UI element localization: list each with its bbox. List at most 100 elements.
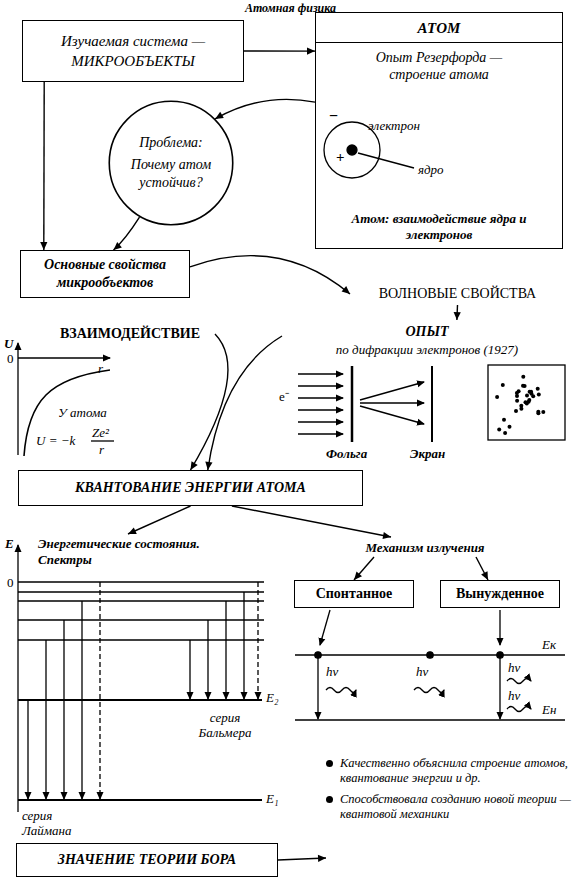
connector-line [190, 256, 350, 294]
spontaneous-box: Спонтанное [294, 580, 414, 608]
line-shape [431, 366, 433, 442]
line-shape [298, 373, 343, 374]
level-label: E₁ [266, 791, 278, 806]
bullet-item: Способствовала созданию новой теории — к… [326, 792, 571, 822]
line-shape [360, 382, 424, 400]
line-shape [243, 592, 244, 699]
line-shape [298, 421, 343, 422]
problem-circle-text: Проблема: [139, 134, 203, 152]
line-shape [17, 545, 18, 812]
line-shape [298, 409, 343, 410]
emission-heading: Механизм излучения [340, 537, 510, 557]
bohr-significance-box: ЗНАЧЕНИЕ ТЕОРИИ БОРА [16, 843, 278, 877]
particle-label: e⁻ [279, 389, 289, 404]
line-shape [499, 610, 500, 645]
bohr-notes: Качественно объяснила строение атомов, к… [326, 756, 571, 876]
energy-states-heading-text: Энергетические состояния. Спектры [38, 536, 238, 568]
diffraction-dot [527, 400, 531, 404]
connector-arrow [454, 305, 461, 320]
properties-box: Основные свойства микрообъектов [20, 250, 190, 298]
photon-label: hν [508, 660, 520, 675]
diffraction-dot [514, 409, 518, 413]
diffraction-dot [497, 427, 501, 431]
connector-line [208, 336, 282, 470]
diffraction-dot [521, 375, 525, 379]
diffraction-dot [502, 418, 506, 422]
diffraction-dot [503, 431, 507, 435]
energy-states-heading: Энергетические состояния. Спектры [38, 534, 238, 570]
connector-arrow [278, 855, 326, 862]
line-shape [27, 700, 28, 799]
energy-levels [18, 545, 264, 812]
arrowhead [191, 461, 198, 470]
formula-text: r [99, 442, 104, 457]
arrowhead [215, 112, 224, 119]
connector-line [114, 217, 140, 250]
line-shape [499, 658, 500, 719]
line-shape [63, 620, 64, 799]
atom-box-text: Опыт Резерфорда — строение атома [346, 49, 532, 83]
line-shape [189, 640, 190, 699]
part-label: электрон [368, 118, 420, 133]
connector-line [43, 82, 45, 250]
problem-circle-text: Почему атом устойчив? [123, 156, 219, 192]
photon-label: hν [416, 664, 428, 679]
connector-arrow [128, 506, 191, 534]
path-shape [507, 679, 531, 684]
emission-scheme [295, 610, 565, 720]
circle-shape [347, 145, 357, 155]
diffraction-dots [495, 375, 545, 435]
problem-circle: Проблема: Почему атом устойчив? [108, 100, 234, 226]
arrowhead [114, 242, 122, 250]
system-box: Изучаемая система — МИКРООБЪЕКТЫ [22, 20, 244, 82]
circle-shape [497, 652, 503, 658]
diffraction-dot [495, 395, 499, 399]
line-shape [351, 366, 354, 442]
line-shape [18, 600, 264, 601]
wave-properties-heading-text: ВОЛНОВЫЕ СВОЙСТВА [379, 285, 536, 303]
atom-box: АТОМ Опыт Резерфорда — строение атомаАтом… [315, 12, 563, 249]
diffraction-dot [525, 394, 529, 398]
line-shape [360, 402, 424, 403]
system-box-text: Изучаемая система — МИКРООБЪЕКТЫ [31, 31, 235, 71]
path-shape [326, 688, 356, 693]
line-shape [18, 357, 110, 358]
line-shape [99, 582, 100, 799]
level-label: Eк [542, 637, 556, 652]
line-shape [298, 385, 343, 386]
diffraction-dot [508, 425, 512, 429]
charge-sign: − [329, 108, 338, 123]
stimulated-box: Вынужденное [440, 580, 560, 608]
experiment-heading: ОПЫТпо дифракции электронов (1927) [282, 320, 572, 360]
connector-arrow [244, 48, 315, 55]
diffraction-dot [523, 384, 527, 388]
connector-line [128, 506, 191, 534]
circle-shape [315, 652, 321, 658]
diffraction-dot [501, 383, 505, 387]
arrowhead [40, 242, 47, 250]
line-shape [225, 601, 226, 699]
connector-arrow [232, 506, 391, 539]
diffraction-dot [536, 410, 540, 414]
axis-label: 0 [7, 351, 14, 366]
atom-box-text: АТОМ [316, 13, 562, 43]
arrowhead [354, 572, 362, 580]
line-shape [298, 397, 343, 398]
line-shape [18, 581, 264, 582]
wave-properties-heading: ВОЛНОВЫЕ СВОЙСТВА [350, 283, 565, 305]
connector-line [244, 50, 315, 51]
formula-text: Ze² [92, 425, 109, 440]
formula-text: U = −k [36, 433, 75, 448]
diffraction-dot [537, 393, 541, 397]
connector-line [215, 99, 315, 119]
arrowhead [205, 462, 212, 470]
series-label: серия Лаймана [22, 808, 92, 838]
atom-box-text: Атом: взаимодействие ядра и электронов [324, 211, 554, 243]
bohr-notes-text: Способствовала созданию новой теории — к… [340, 792, 571, 822]
connector-line [191, 334, 228, 470]
spontaneous-box-text: Спонтанное [316, 585, 393, 603]
bullet-item: Качественно объяснила строение атомов, к… [326, 756, 571, 786]
